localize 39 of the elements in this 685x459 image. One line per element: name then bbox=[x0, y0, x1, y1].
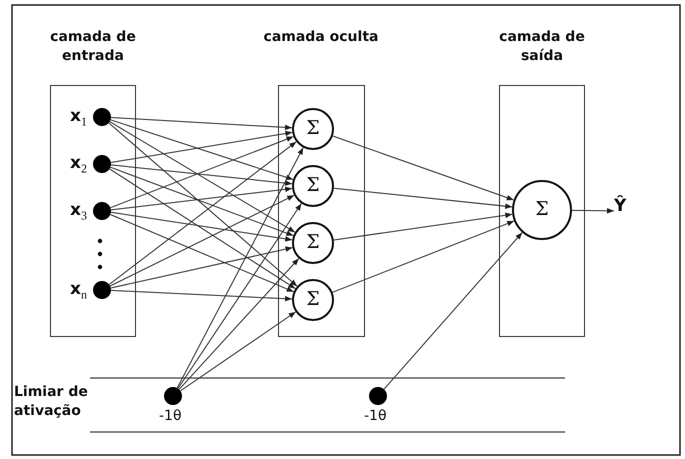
sum-symbol: Σ bbox=[305, 119, 321, 138]
arrow bbox=[333, 212, 513, 240]
layer-heading: camada oculta bbox=[262, 28, 380, 47]
bias-label: -1θ bbox=[364, 409, 387, 423]
arrow bbox=[109, 121, 296, 233]
input-label: x$_{n}$ bbox=[70, 281, 87, 300]
arrow bbox=[110, 164, 293, 186]
sum-symbol: Σ bbox=[534, 200, 550, 219]
arrow bbox=[110, 119, 294, 180]
arrow bbox=[110, 186, 293, 210]
arrow bbox=[110, 214, 294, 292]
input-label: x$_{2}$ bbox=[70, 155, 87, 174]
input-label: x$_{3}$ bbox=[70, 202, 87, 222]
arrow bbox=[110, 166, 294, 236]
arrow bbox=[110, 136, 294, 208]
arrow bbox=[176, 147, 304, 388]
arrow bbox=[110, 212, 293, 242]
arrow bbox=[178, 203, 302, 389]
arrow bbox=[109, 168, 296, 290]
bias-label: -1θ bbox=[159, 409, 182, 423]
arrow bbox=[110, 194, 295, 286]
layer-heading: camada de entrada bbox=[49, 28, 137, 66]
sum-symbol: Σ bbox=[305, 290, 321, 309]
arrow bbox=[332, 220, 515, 293]
layer-heading: camada de saída bbox=[498, 28, 586, 66]
arrow bbox=[333, 188, 513, 209]
arrow bbox=[110, 246, 293, 288]
arrow bbox=[110, 117, 292, 130]
arrow bbox=[178, 258, 300, 390]
arrow bbox=[110, 130, 293, 163]
arrow bbox=[572, 208, 614, 214]
arrow bbox=[180, 311, 296, 392]
arrow bbox=[384, 232, 523, 390]
arrow bbox=[332, 136, 514, 200]
arrow bbox=[110, 290, 292, 302]
sum-symbol: Σ bbox=[305, 233, 321, 252]
row-label: Limiar de ativação bbox=[14, 383, 89, 421]
input-label: x$_{1}$ bbox=[70, 108, 87, 128]
sum-symbol: Σ bbox=[305, 176, 321, 195]
